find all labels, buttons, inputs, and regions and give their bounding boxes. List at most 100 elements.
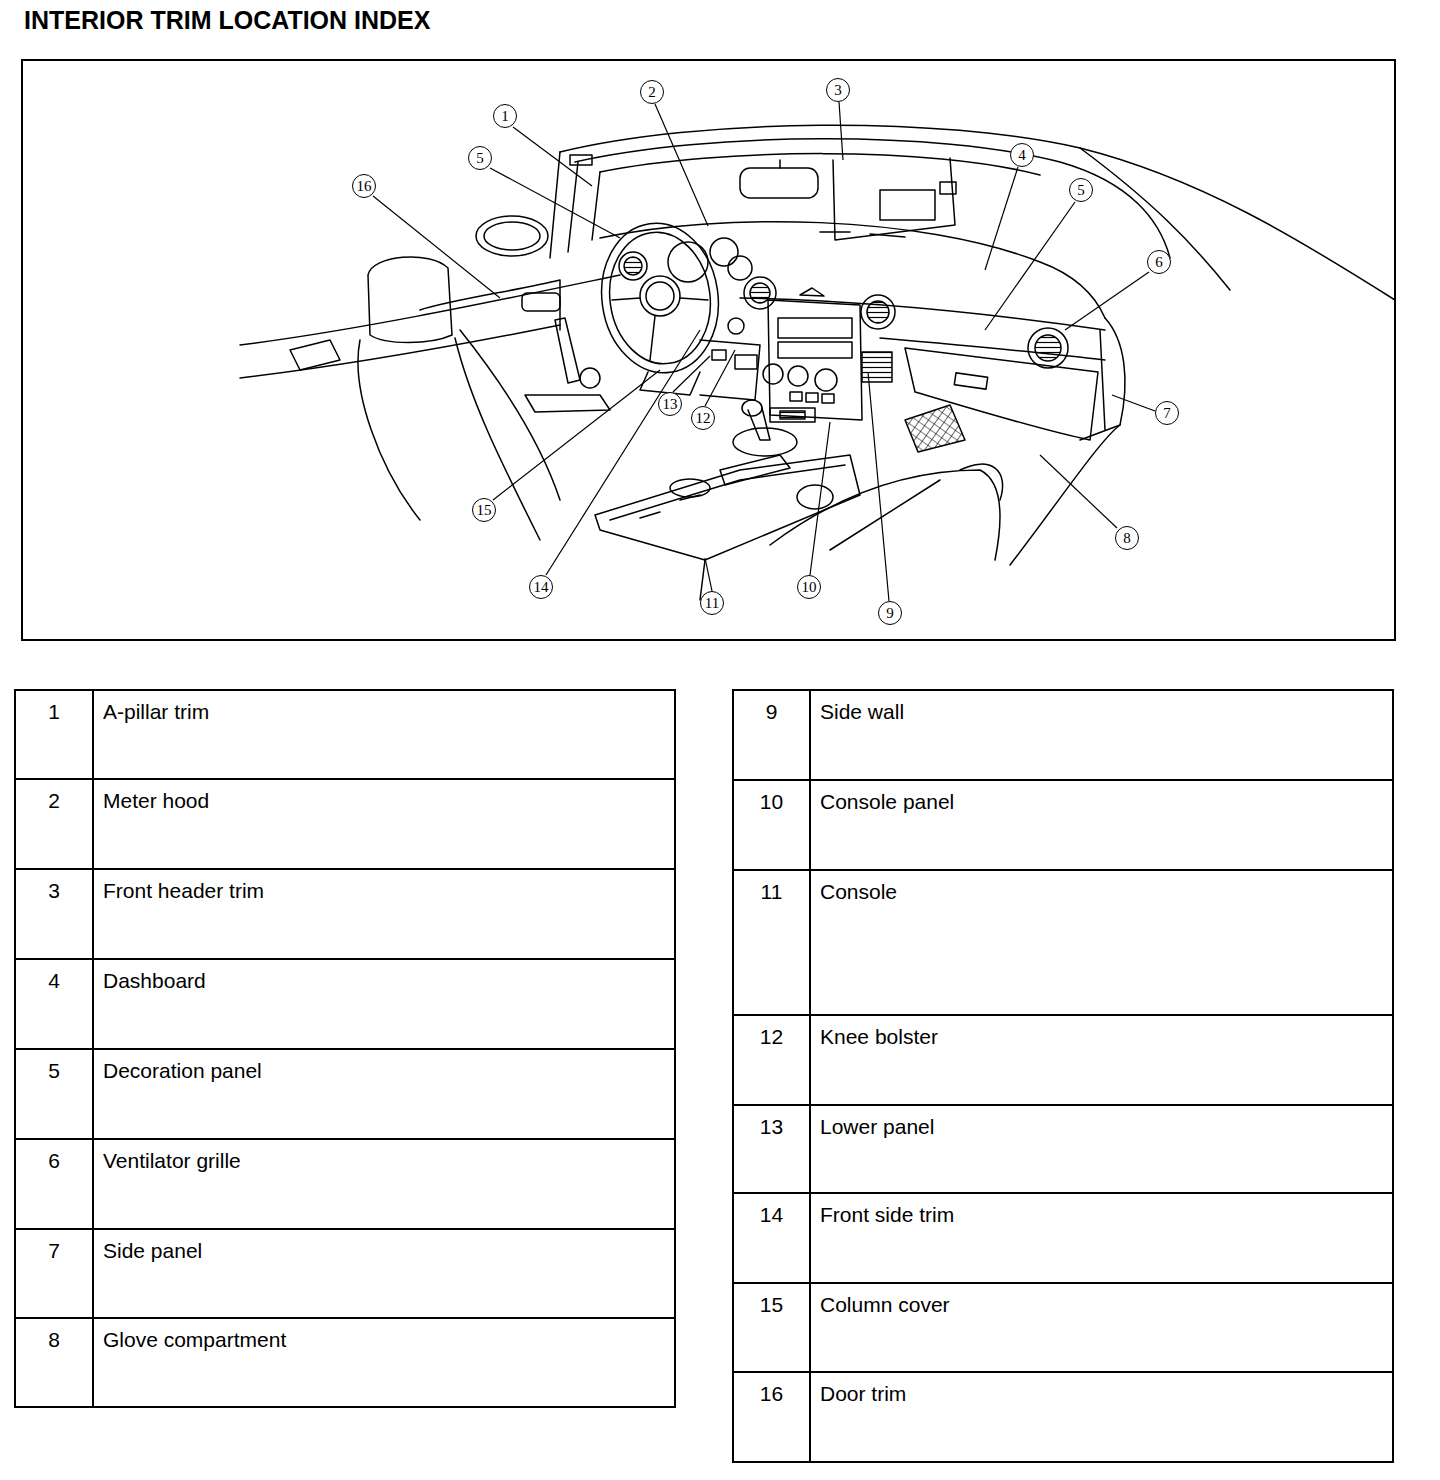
car-interior xyxy=(740,168,818,198)
car-interior xyxy=(815,369,837,391)
leader-line xyxy=(810,422,830,575)
table-number: 13 xyxy=(760,1114,783,1139)
callout-number: 4 xyxy=(1018,148,1026,163)
callout-circle: 5 xyxy=(468,146,492,170)
leader-line xyxy=(513,127,592,186)
leader-line xyxy=(373,196,500,298)
car-interior xyxy=(833,158,955,240)
car-interior xyxy=(525,395,610,412)
leader-line xyxy=(705,558,712,591)
car-interior xyxy=(619,252,647,280)
car-interior xyxy=(750,283,770,303)
table-part-name: Dashboard xyxy=(103,968,206,993)
car-interior xyxy=(640,276,680,316)
car-interior xyxy=(861,295,895,329)
car-interior xyxy=(358,340,420,520)
leader-line xyxy=(655,104,708,226)
table-number: 15 xyxy=(760,1292,783,1317)
car-interior xyxy=(522,293,560,311)
car-interior xyxy=(646,282,674,310)
leader-line xyxy=(985,202,1075,330)
car-interior xyxy=(1010,425,1120,565)
callout-circle: 11 xyxy=(700,591,724,615)
car-interior xyxy=(778,318,852,338)
callout-number: 1 xyxy=(501,109,509,124)
car-interior xyxy=(624,257,642,275)
table-part-name: Meter hood xyxy=(103,788,209,813)
car-interior xyxy=(570,155,592,165)
callout-circle: 14 xyxy=(529,575,553,599)
callout-circle: 7 xyxy=(1155,401,1179,425)
callout-number: 15 xyxy=(477,503,492,518)
car-interior xyxy=(733,428,797,456)
car-interior xyxy=(368,257,452,343)
table-part-name: Lower panel xyxy=(820,1114,934,1139)
car-interior xyxy=(460,330,560,500)
car-interior xyxy=(700,340,760,400)
car-interior xyxy=(670,479,710,497)
callout-number: 6 xyxy=(1155,255,1163,270)
car-interior xyxy=(905,405,965,452)
leader-line xyxy=(868,372,889,601)
car-interior xyxy=(830,480,940,550)
car-interior xyxy=(710,238,738,266)
callout-number: 3 xyxy=(834,83,842,98)
table-part-name: Side panel xyxy=(103,1238,202,1263)
car-interior xyxy=(779,160,781,168)
table-part-name: Console panel xyxy=(820,789,954,814)
car-interior xyxy=(240,275,620,345)
car-interior xyxy=(420,280,560,330)
car-interior xyxy=(476,216,548,256)
car-interior xyxy=(560,125,1395,300)
leader-line xyxy=(705,350,735,406)
table-part-name: Ventilator grille xyxy=(103,1148,241,1173)
car-interior xyxy=(806,393,818,402)
car-interior xyxy=(880,190,935,220)
leader-line xyxy=(493,370,660,500)
callout-number: 13 xyxy=(663,397,678,412)
table-part-name: Decoration panel xyxy=(103,1058,262,1083)
callout-circle: 6 xyxy=(1147,250,1171,274)
table-number: 9 xyxy=(766,699,778,724)
table-number: 7 xyxy=(48,1238,60,1263)
table-number: 3 xyxy=(48,878,60,903)
car-interior xyxy=(867,301,889,323)
car-interior xyxy=(740,298,1105,330)
car-interior xyxy=(940,182,956,194)
car-interior xyxy=(780,411,805,419)
callout-circle: 2 xyxy=(640,80,664,104)
callout-number: 14 xyxy=(534,580,549,595)
car-interior xyxy=(1080,148,1230,290)
table-number: 16 xyxy=(760,1381,783,1406)
callout-circle: 9 xyxy=(878,601,902,625)
callout-circle: 15 xyxy=(472,498,496,522)
table-part-name: Front header trim xyxy=(103,878,264,903)
callout-circle: 1 xyxy=(493,104,517,128)
table-part-name: Side wall xyxy=(820,699,904,724)
car-interior xyxy=(610,465,845,520)
car-interior xyxy=(728,318,744,334)
car-interior xyxy=(960,464,1003,500)
car-interior xyxy=(455,338,540,540)
table-grid xyxy=(15,690,1393,1462)
leader-line xyxy=(1065,272,1149,330)
car-interior xyxy=(240,125,1395,600)
car-interior xyxy=(728,256,752,280)
callout-circle: 4 xyxy=(1010,143,1034,167)
table-number: 14 xyxy=(760,1202,783,1227)
car-interior xyxy=(575,139,1170,258)
car-interior xyxy=(735,355,757,369)
car-interior xyxy=(797,485,833,509)
callout-circle: 12 xyxy=(691,406,715,430)
table-grid xyxy=(809,690,811,1462)
table-number: 6 xyxy=(48,1148,60,1173)
car-interior xyxy=(862,352,892,382)
table-grid xyxy=(15,779,675,1318)
table-number: 5 xyxy=(48,1058,60,1083)
car-interior xyxy=(555,318,580,383)
leader-line xyxy=(985,167,1018,270)
leader-line xyxy=(1112,395,1155,411)
car-interior xyxy=(1028,328,1068,368)
car-interior xyxy=(820,232,905,237)
